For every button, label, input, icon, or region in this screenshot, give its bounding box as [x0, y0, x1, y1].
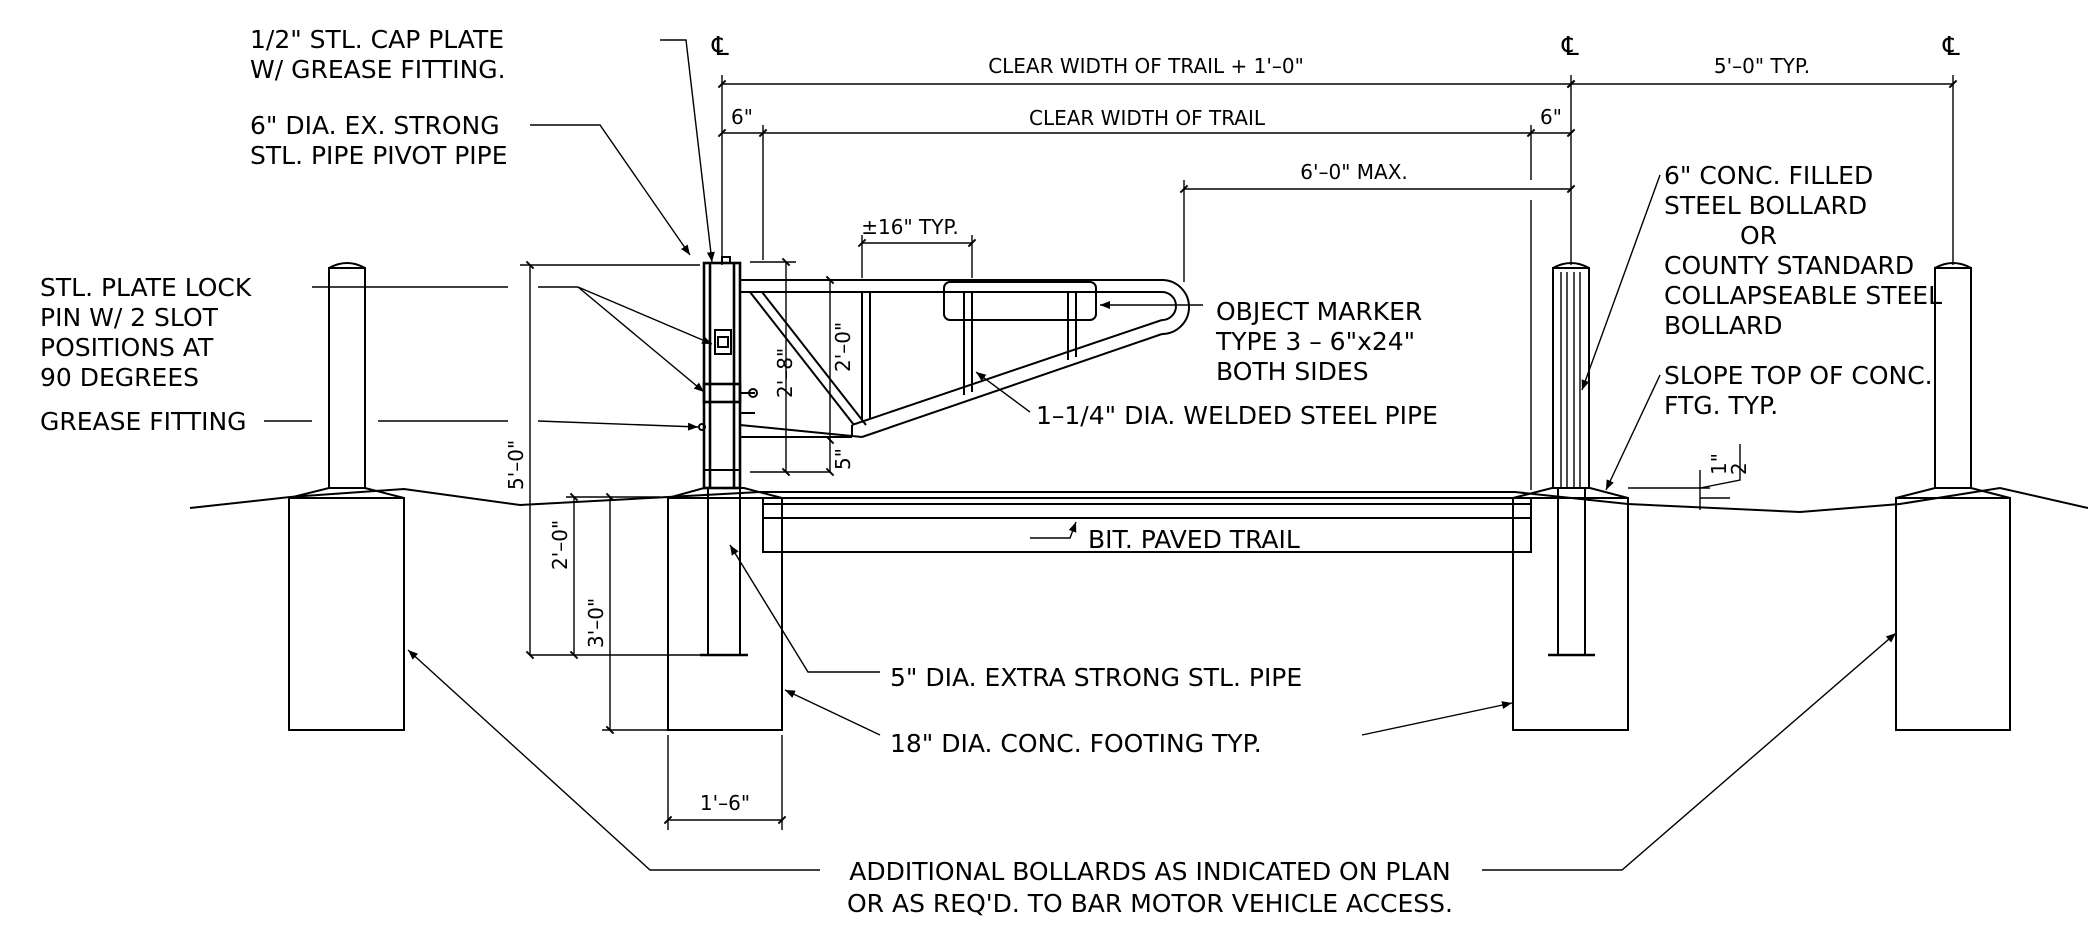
dim-clear-width: CLEAR WIDTH OF TRAIL	[1029, 106, 1266, 130]
label-bollard-1: 6" CONC. FILLED	[1664, 161, 1873, 190]
dim-six-in-left: 6"	[731, 105, 753, 129]
dim-two-ft-eight: 2'–8"	[773, 348, 797, 398]
dim-one-ft-six: 1'–6"	[700, 791, 750, 815]
label-pivot-1: 6" DIA. EX. STRONG	[250, 111, 500, 140]
label-bollard-3: OR	[1740, 221, 1777, 250]
label-bollard-6: BOLLARD	[1664, 311, 1783, 340]
label-marker-1: OBJECT MARKER	[1216, 297, 1422, 326]
trail-bollard	[1512, 262, 1629, 731]
dim-two-ft-zero-gate: 2'–0"	[831, 322, 855, 372]
label-additional-1: ADDITIONAL BOLLARDS AS INDICATED ON PLAN	[849, 857, 1451, 886]
label-slope-1: SLOPE TOP OF CONC.	[1664, 361, 1933, 390]
leader-lines	[264, 39, 1897, 871]
label-bollard-5: COLLAPSEABLE STEEL	[1664, 281, 1942, 310]
dim-one-half: 1" 2	[1707, 453, 1751, 475]
centerline-right: ℄	[1942, 32, 1960, 62]
label-lock-3: POSITIONS AT	[40, 333, 214, 362]
dim-five-ft: 5'–0"	[504, 440, 528, 490]
object-marker	[943, 281, 1097, 321]
label-steel-pipe: 5" DIA. EXTRA STRONG STL. PIPE	[890, 663, 1302, 692]
label-bollard-2: STEEL BOLLARD	[1664, 191, 1867, 220]
label-grease: GREASE FITTING	[40, 407, 247, 436]
label-cap-plate-1: 1/2" STL. CAP PLATE	[250, 25, 504, 54]
label-bollard-4: COUNTY STANDARD	[1664, 251, 1914, 280]
left-bollard	[288, 262, 405, 731]
label-additional-2: OR AS REQ'D. TO BAR MOTOR VEHICLE ACCESS…	[847, 889, 1453, 918]
label-footing: 18" DIA. CONC. FOOTING TYP.	[890, 729, 1262, 758]
lock-pin-box	[714, 329, 732, 355]
dim-clear-width-plus: CLEAR WIDTH OF TRAIL + 1'–0"	[988, 54, 1304, 78]
label-lock-1: STL. PLATE LOCK	[40, 273, 252, 302]
dim-three-ft-zero: 3'–0"	[584, 598, 608, 648]
label-lock-2: PIN W/ 2 SLOT	[40, 303, 219, 332]
ground-line	[189, 486, 2088, 514]
label-marker-3: BOTH SIDES	[1216, 357, 1369, 386]
svg-text:1": 1"	[1707, 453, 1731, 475]
svg-text:2: 2	[1727, 462, 1751, 475]
label-slope-2: FTG. TYP.	[1664, 391, 1778, 420]
gate-post-footing	[667, 487, 783, 731]
dim-sixteen-typ: ±16" TYP.	[861, 215, 959, 239]
dimension-lines	[520, 75, 1958, 830]
label-paved-trail: BIT. PAVED TRAIL	[1088, 525, 1300, 554]
label-lock-4: 90 DEGREES	[40, 363, 199, 392]
dim-two-ft-zero: 2'–0"	[548, 520, 572, 570]
centerline-left: ℄	[711, 32, 729, 62]
dim-five-in: 5"	[831, 448, 855, 470]
dim-five-ft-typ: 5'–0" TYP.	[1714, 54, 1810, 78]
label-welded-pipe: 1–1/4" DIA. WELDED STEEL PIPE	[1036, 401, 1438, 430]
dim-six-in-right: 6"	[1540, 105, 1562, 129]
label-cap-plate-2: W/ GREASE FITTING.	[250, 55, 506, 84]
centerline-middle: ℄	[1561, 32, 1579, 62]
dim-six-ft-max: 6'–0" MAX.	[1300, 160, 1408, 184]
label-marker-2: TYPE 3 – 6"x24"	[1215, 327, 1415, 356]
paved-trail	[762, 497, 1532, 553]
label-pivot-2: STL. PIPE PIVOT PIPE	[250, 141, 508, 170]
